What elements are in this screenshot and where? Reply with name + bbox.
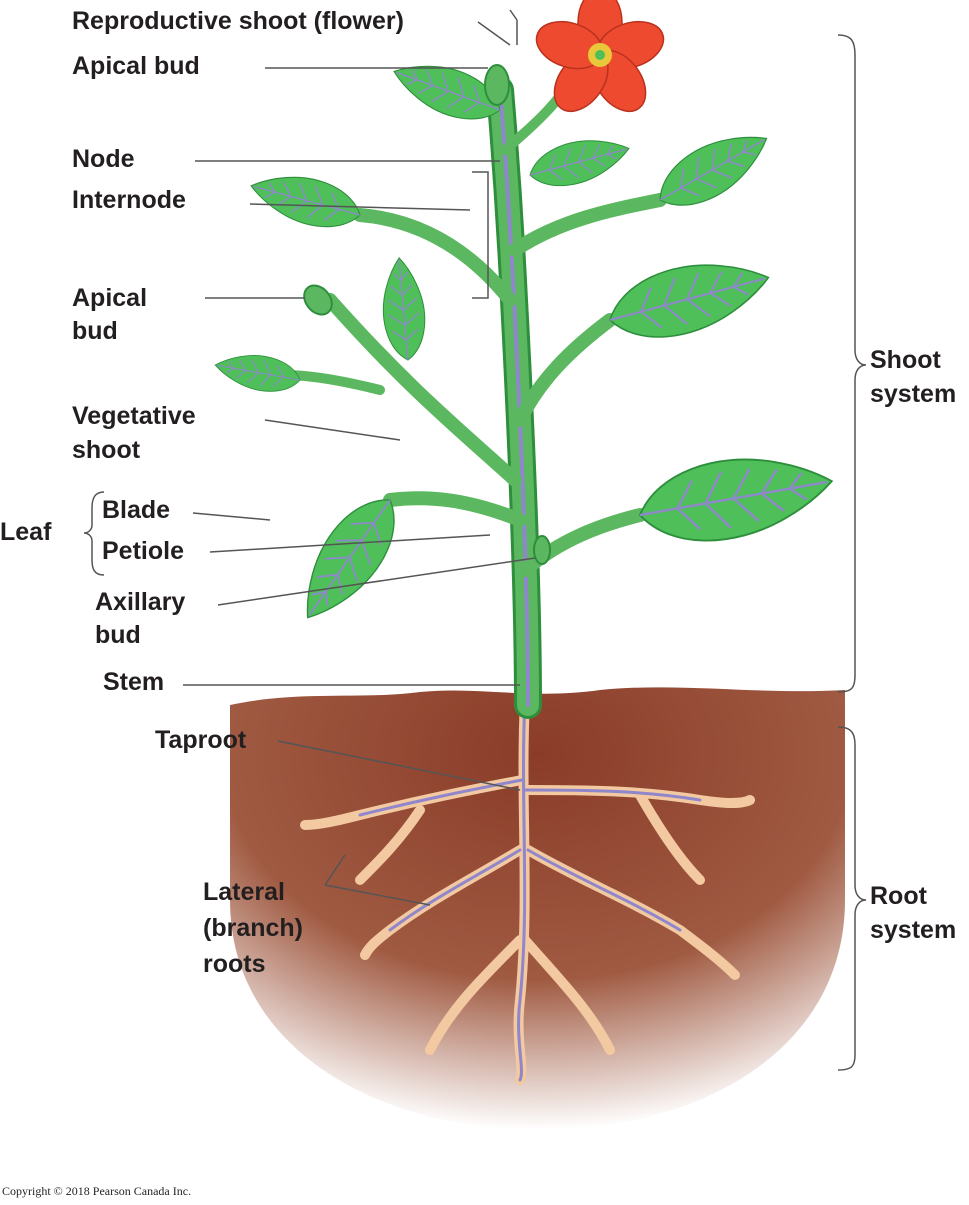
label-reproductive-shoot: Reproductive shoot (flower) — [72, 7, 404, 35]
label-axillary-bud-1: Axillary — [95, 588, 186, 616]
root-system-drawing — [300, 695, 755, 1085]
label-lateral-roots-1: Lateral — [203, 878, 285, 906]
label-shoot-system-2: system — [870, 380, 957, 408]
label-taproot: Taproot — [155, 726, 247, 754]
flower-drawing — [535, 0, 665, 113]
soil — [230, 687, 845, 1130]
label-vegetative-shoot-1: Vegetative — [72, 402, 196, 430]
label-root-system-1: Root — [870, 882, 927, 910]
leader-lines — [183, 21, 536, 906]
leaves-drawing — [211, 49, 840, 635]
copyright-notice: Copyright © 2018 Pearson Canada Inc. — [2, 1184, 192, 1198]
label-vegetative-shoot-2: shoot — [72, 436, 141, 464]
label-axillary-bud-2: bud — [95, 621, 141, 649]
label-stem: Stem — [103, 668, 165, 696]
label-shoot-system-1: Shoot — [870, 346, 941, 374]
brackets — [83, 9, 867, 1071]
label-node: Node — [72, 145, 135, 173]
label-lateral-roots-2: (branch) — [203, 914, 303, 942]
label-blade: Blade — [102, 496, 171, 524]
label-lateral-roots-3: roots — [203, 950, 266, 978]
label-leaf: Leaf — [0, 518, 52, 546]
label-apical-bud-side-2: bud — [72, 317, 118, 345]
label-apical-bud-top: Apical bud — [72, 52, 200, 80]
label-root-system-2: system — [870, 916, 957, 944]
label-apical-bud-side-1: Apical — [72, 284, 148, 312]
label-internode: Internode — [72, 186, 186, 214]
stem-drawing — [280, 75, 667, 719]
label-petiole: Petiole — [102, 537, 184, 565]
